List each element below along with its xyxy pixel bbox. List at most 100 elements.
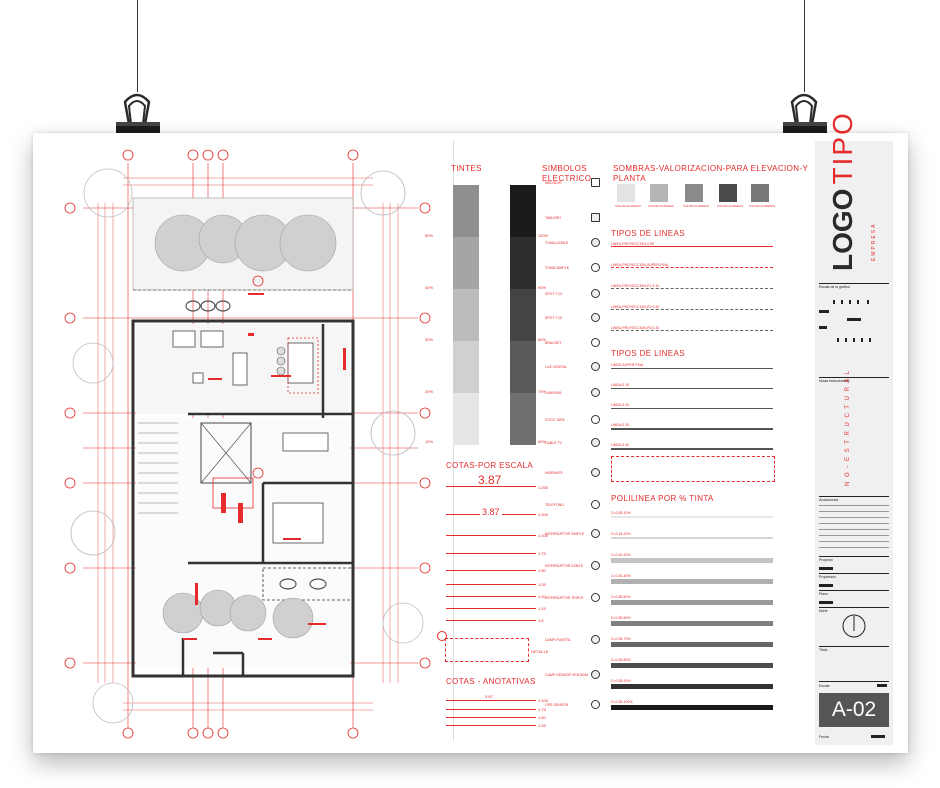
line-weight-label: LINEA-0.30: [611, 423, 630, 427]
hanging-string-right: [804, 0, 805, 92]
dim-line: [446, 570, 536, 571]
drawing-sheet: TINTES 50% 40% 30% 20% 10% 100% 90% 80% …: [33, 111, 908, 753]
line-type-sample: [611, 267, 773, 268]
shadows-title-line1: SOMBRAS-VALORIZACION-PARA ELEVACION-Y: [613, 164, 809, 173]
logo-text: LOGOTIPO: [827, 111, 859, 271]
symbol-icon: [591, 415, 600, 424]
symbol-icon: [591, 388, 600, 397]
tint-swatch: [510, 289, 536, 341]
tint-swatch: [510, 237, 536, 289]
symbol-icon: [591, 213, 600, 222]
logo-block: LOGOTIPO EMPRESA: [815, 111, 893, 276]
shadow-swatch-label: COLOR ACABADO: [615, 204, 642, 208]
symbol-label: TELEFONO: [545, 503, 564, 507]
polyline-label: C=0.30-40%: [611, 574, 631, 578]
tint-label: 100%: [538, 233, 549, 238]
line-weight-label: LINEA-0.40: [611, 443, 630, 447]
tb-date-label: Fecha: [819, 735, 829, 739]
annot-value: 3.87: [485, 694, 493, 699]
symbol-label: SPOT T-01: [545, 292, 563, 296]
line-weight-label: LINEA-0.20: [611, 403, 630, 407]
symbols-title-line2: ELECTRICO: [542, 174, 592, 183]
dim-scale: 1:5: [538, 618, 544, 623]
tb-divider: [819, 377, 889, 378]
symbols-title-line1: SIMBOLOS: [542, 164, 587, 173]
polyline-sample: [611, 642, 773, 647]
annot-scale: 1:25: [538, 723, 546, 728]
line-weights-title: TIPOS DE LINEAS: [611, 349, 686, 358]
polyline-sample: [611, 600, 773, 605]
polyline-label: C=0.35-70%: [611, 637, 631, 641]
symbol-icon: [591, 670, 600, 679]
dim-scale: 1:15: [538, 606, 546, 611]
polyline-sample: [611, 558, 773, 563]
tb-north-label: Norte: [819, 609, 828, 613]
line-weight-label: LINEA-SUPER FINA: [611, 363, 644, 367]
annot-scale: 1:50: [538, 715, 546, 720]
tint-swatch: [510, 185, 536, 237]
line-type-label: LINEA-PROYECCION-0.05: [611, 242, 654, 246]
line-type-label: LINEA-PROYECCION-SUPER-FINA: [611, 263, 669, 267]
tb-project-label: Proyecto: [819, 558, 833, 562]
line-type-label: LINEA-PROYECCION-P3-0.30: [611, 326, 660, 330]
line-weight-sample: [611, 408, 773, 410]
tb-date-bar: [871, 735, 885, 738]
annot-line: [446, 725, 536, 726]
line-types-title: TIPOS DE LINEAS: [611, 229, 686, 238]
annot-title: COTAS - ANOTATIVAS: [446, 677, 536, 686]
polyline-sample: [611, 684, 773, 689]
tints-title: TINTES: [451, 164, 482, 173]
dim-line: [446, 596, 536, 597]
tb-annotation-line: [819, 547, 889, 548]
dim-scale: 1:20: [538, 594, 546, 599]
tint-swatch: [510, 393, 536, 445]
dim-value-big: 3.87: [478, 473, 502, 487]
polyline-sample: [611, 705, 773, 710]
polyline-sample: [611, 621, 773, 626]
shadow-swatch-label: COLOR ACABADO: [749, 204, 776, 208]
tb-owner-label: Propietario: [819, 575, 836, 579]
logo-sub: TIPO: [827, 111, 858, 185]
tint-label: 40%: [425, 285, 434, 290]
tint-label: 30%: [425, 337, 434, 342]
tint-swatch: [453, 237, 479, 289]
shadow-swatch: [617, 184, 635, 202]
vertical-notes-text: N O - E S T R U C T U R A L: [845, 369, 851, 486]
symbol-label: CAMP-PUERTA: [545, 638, 571, 642]
dim-scale: 1:200: [538, 512, 549, 517]
line-weight-sample: [611, 428, 773, 430]
symbol-icon: [591, 468, 600, 477]
tb-annotation-line: [819, 535, 889, 536]
tint-swatch: [453, 393, 479, 445]
symbol-label: INTERRUPTOR TRIPLE: [545, 596, 584, 600]
tint-label: 60%: [538, 439, 547, 444]
tb-divider: [819, 283, 889, 284]
polyline-label: C=0.35-50%: [611, 595, 631, 599]
shadow-swatch-label: COLOR ACABADO: [648, 204, 675, 208]
tints-column-light: [453, 185, 479, 445]
symbol-label: BRACKET: [545, 341, 562, 345]
polyline-label: C=0.15-20%: [611, 532, 631, 536]
polyline-label: C=0.35-90%: [611, 679, 631, 683]
tint-label: 10%: [425, 439, 434, 444]
tb-owner-bar: [819, 584, 833, 587]
dim-line-big: [446, 486, 536, 487]
tb-divider: [819, 573, 889, 574]
symbol-label: TABLERO: [545, 216, 562, 220]
shadow-swatch: [719, 184, 737, 202]
tint-label: 20%: [425, 389, 434, 394]
tb-annotation-line: [819, 505, 889, 506]
dim-line: [446, 620, 536, 621]
shadow-swatch: [650, 184, 668, 202]
tint-swatch: [453, 289, 479, 341]
dim-line: [446, 584, 536, 585]
symbol-label: MEDIDOR: [545, 181, 562, 185]
tints-column-dark: [510, 185, 536, 445]
annot-scale: 1:100: [538, 698, 549, 703]
polyline-label: C=0.35-60%: [611, 616, 631, 620]
tb-annotation-line: [819, 523, 889, 524]
line-weight-label: LINEA-0.15: [611, 383, 630, 387]
line-weight-sample: [611, 388, 773, 389]
detail-box: [445, 638, 529, 662]
symbol-label: HIDRANTE: [545, 471, 563, 475]
